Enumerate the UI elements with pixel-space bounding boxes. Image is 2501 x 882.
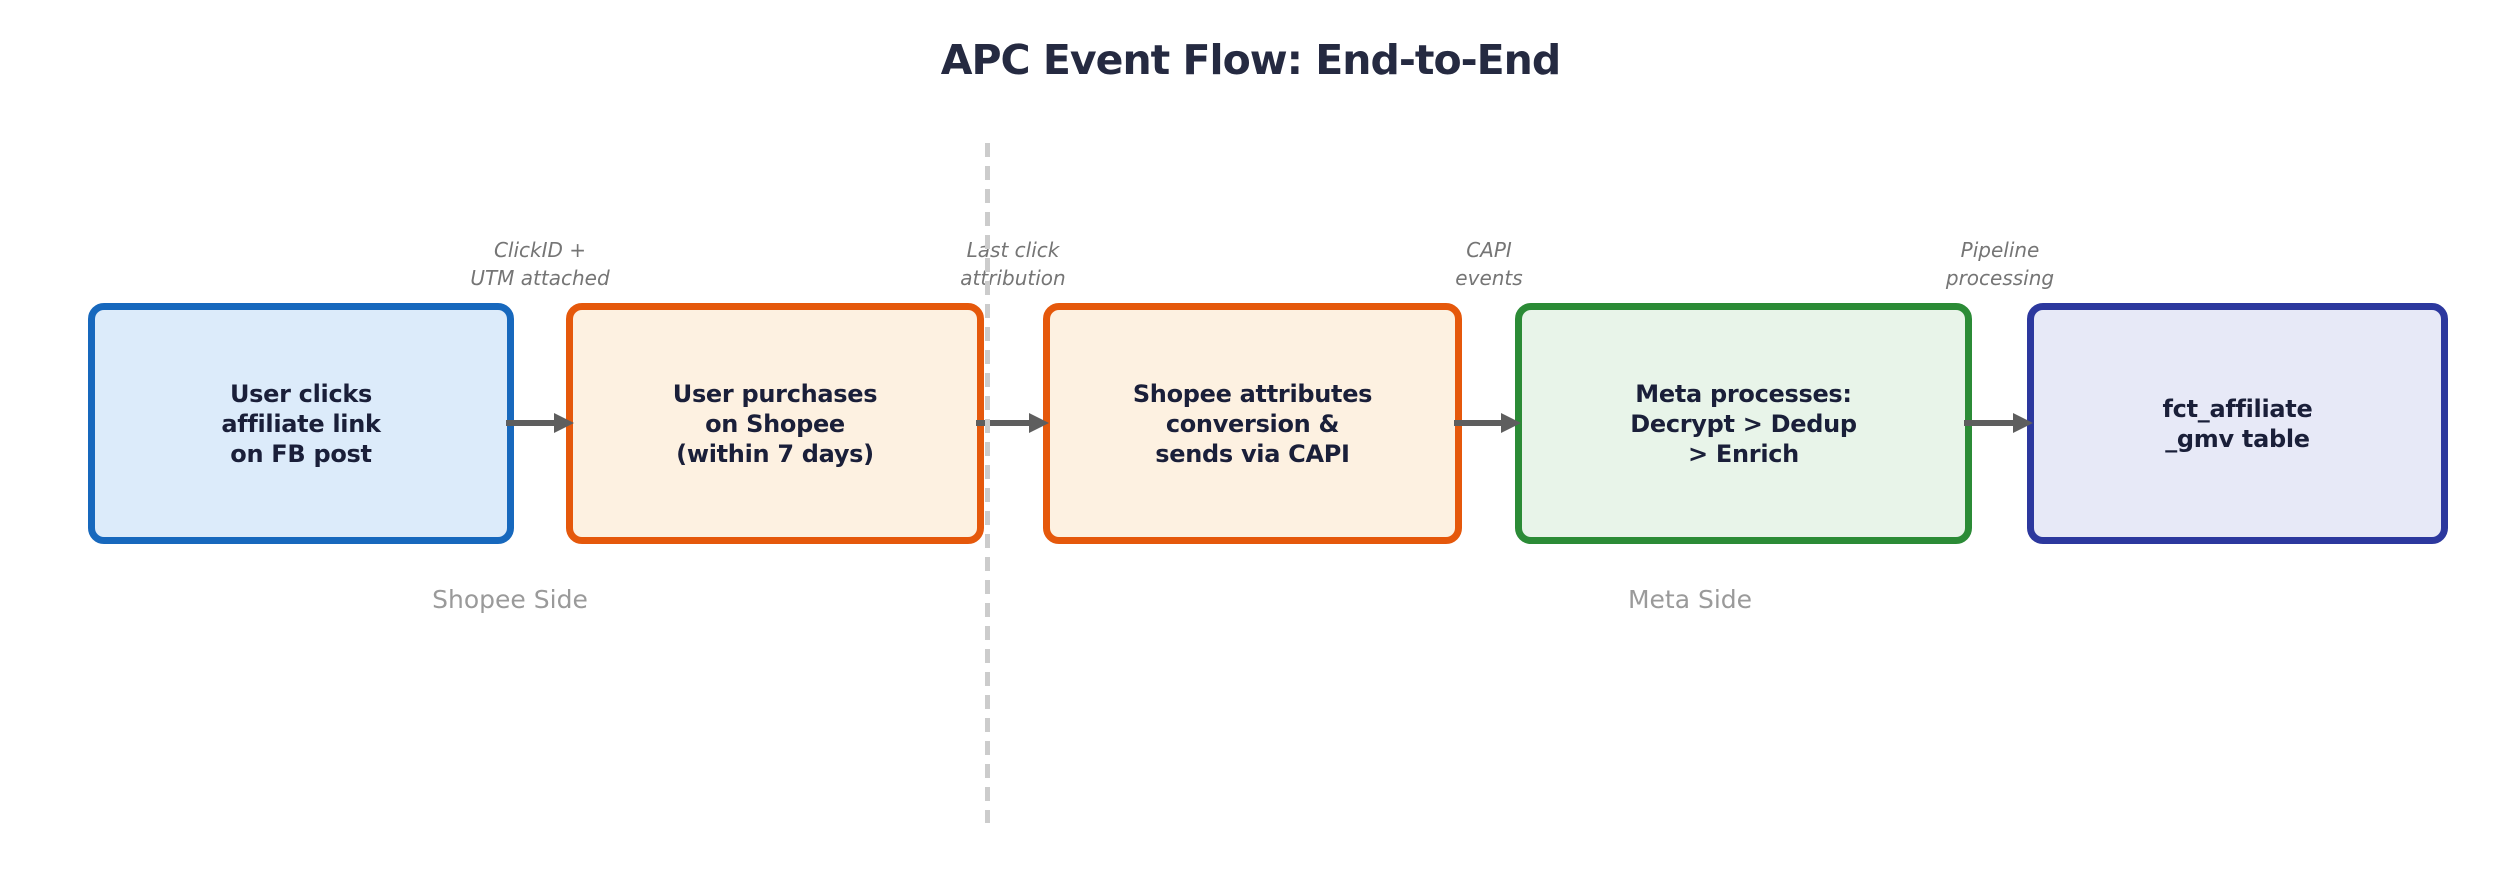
node-fct-affiliate-gmv-table: fct_affiliate _gmv table [2027,303,2448,544]
edge-label-clickid-utm: ClickID + UTM attached [420,236,660,292]
edge-label-line: Last click [966,238,1060,262]
node-label-line: conversion & [1165,409,1340,438]
arrow-line [976,420,1029,426]
edge-label-line: CAPI [1466,238,1512,262]
node-label-line: _gmv table [2165,424,2310,453]
node-label: Meta processes: Decrypt > Dedup > Enrich [1630,379,1857,469]
node-label: Shopee attributes conversion & sends via… [1132,379,1373,469]
arrow-right-icon [1029,413,1049,433]
edge-label-line: ClickID + [493,238,587,262]
node-user-clicks-affiliate-link: User clicks affiliate link on FB post [88,303,514,544]
edge-label-line: attribution [960,266,1066,290]
side-divider-dashed-line [985,143,990,823]
zone-label-shopee-side: Shopee Side [432,585,588,614]
flow-arrow-1 [506,410,574,436]
node-label-line: affiliate link [221,409,381,438]
arrow-line [1964,420,2013,426]
diagram-title: APC Event Flow: End-to-End [940,36,1561,84]
node-label-line: (within 7 days) [676,439,874,468]
node-label-line: User clicks [229,379,373,408]
arrow-right-icon [2013,413,2033,433]
node-label-line: sends via CAPI [1155,439,1350,468]
node-meta-processes: Meta processes: Decrypt > Dedup > Enrich [1515,303,1972,544]
flow-arrow-2 [976,410,1049,436]
arrow-right-icon [1501,413,1521,433]
zone-label-meta-side: Meta Side [1627,585,1753,614]
node-label-line: fct_affiliate [2162,394,2313,423]
node-shopee-attributes-conversion: Shopee attributes conversion & sends via… [1043,303,1462,544]
node-label-line: Meta processes: [1635,379,1852,408]
arrow-line [1454,420,1501,426]
node-label-line: Shopee attributes [1132,379,1373,408]
node-label: User purchases on Shopee (within 7 days) [673,379,878,469]
node-label-line: > Enrich [1688,439,1799,468]
node-label-line: User purchases [672,379,878,408]
node-label: User clicks affiliate link on FB post [221,379,381,469]
node-label-line: on Shopee [705,409,845,438]
flow-arrow-3 [1454,410,1521,436]
edge-label-last-click-attribution: Last click attribution [893,236,1133,292]
flow-arrow-4 [1964,410,2033,436]
edge-label-pipeline-processing: Pipeline processing [1880,236,2120,292]
edge-label-line: events [1455,266,1523,290]
node-label: fct_affiliate _gmv table [2163,394,2313,454]
arrow-right-icon [554,413,574,433]
edge-label-capi-events: CAPI events [1369,236,1609,292]
arrow-line [506,420,554,426]
edge-label-line: Pipeline [1960,238,2040,262]
edge-label-line: UTM attached [470,266,610,290]
node-label-line: on FB post [230,439,372,468]
node-user-purchases-on-shopee: User purchases on Shopee (within 7 days) [566,303,984,544]
node-label-line: Decrypt > Dedup [1630,409,1857,438]
edge-label-line: processing [1945,266,2055,290]
